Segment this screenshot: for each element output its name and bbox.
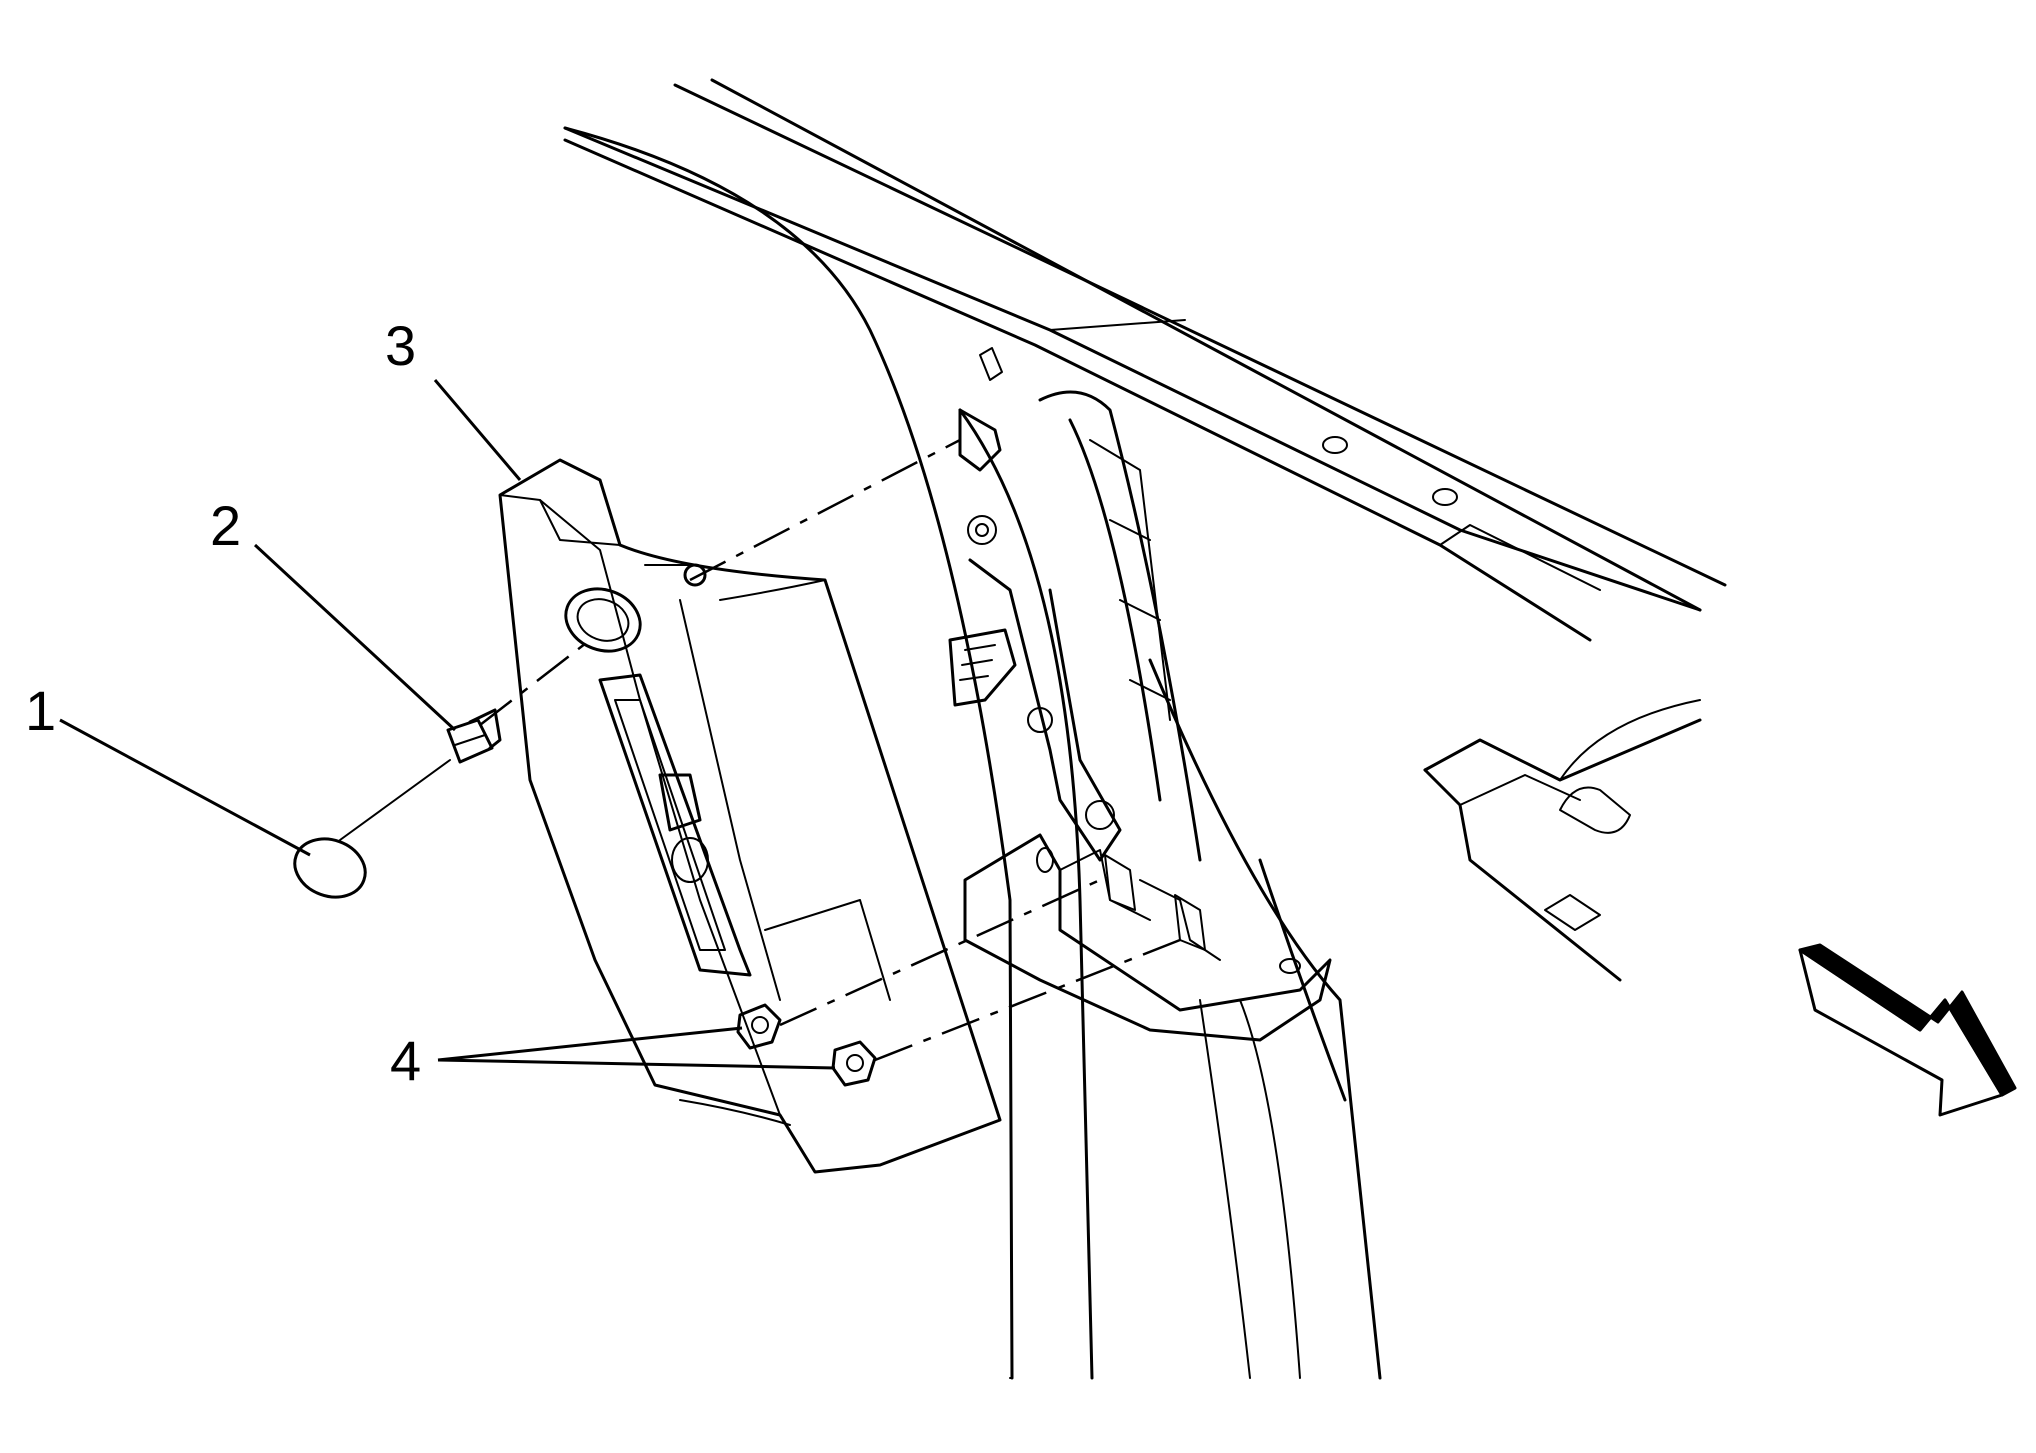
callout-1: 1: [25, 679, 56, 742]
seat-belt-retractor: [948, 408, 1122, 862]
retainer-clips: [736, 1003, 877, 1087]
callout-3: 3: [385, 314, 416, 377]
lower-bracket: [963, 833, 1332, 1042]
screw-cover-cap: [293, 837, 367, 899]
front-direction-arrow-icon: [1798, 943, 2017, 1117]
rocker-floor-area: [1423, 699, 1702, 982]
pillar-trim-panel: [498, 458, 1002, 1174]
callout-2: 2: [210, 494, 241, 557]
trim-panel-screw: [446, 708, 502, 764]
callout-4: 4: [390, 1029, 421, 1092]
leader-lines: [59, 379, 836, 1070]
assembly-lines: [339, 438, 1181, 1062]
pillar-body: [563, 126, 1382, 1380]
